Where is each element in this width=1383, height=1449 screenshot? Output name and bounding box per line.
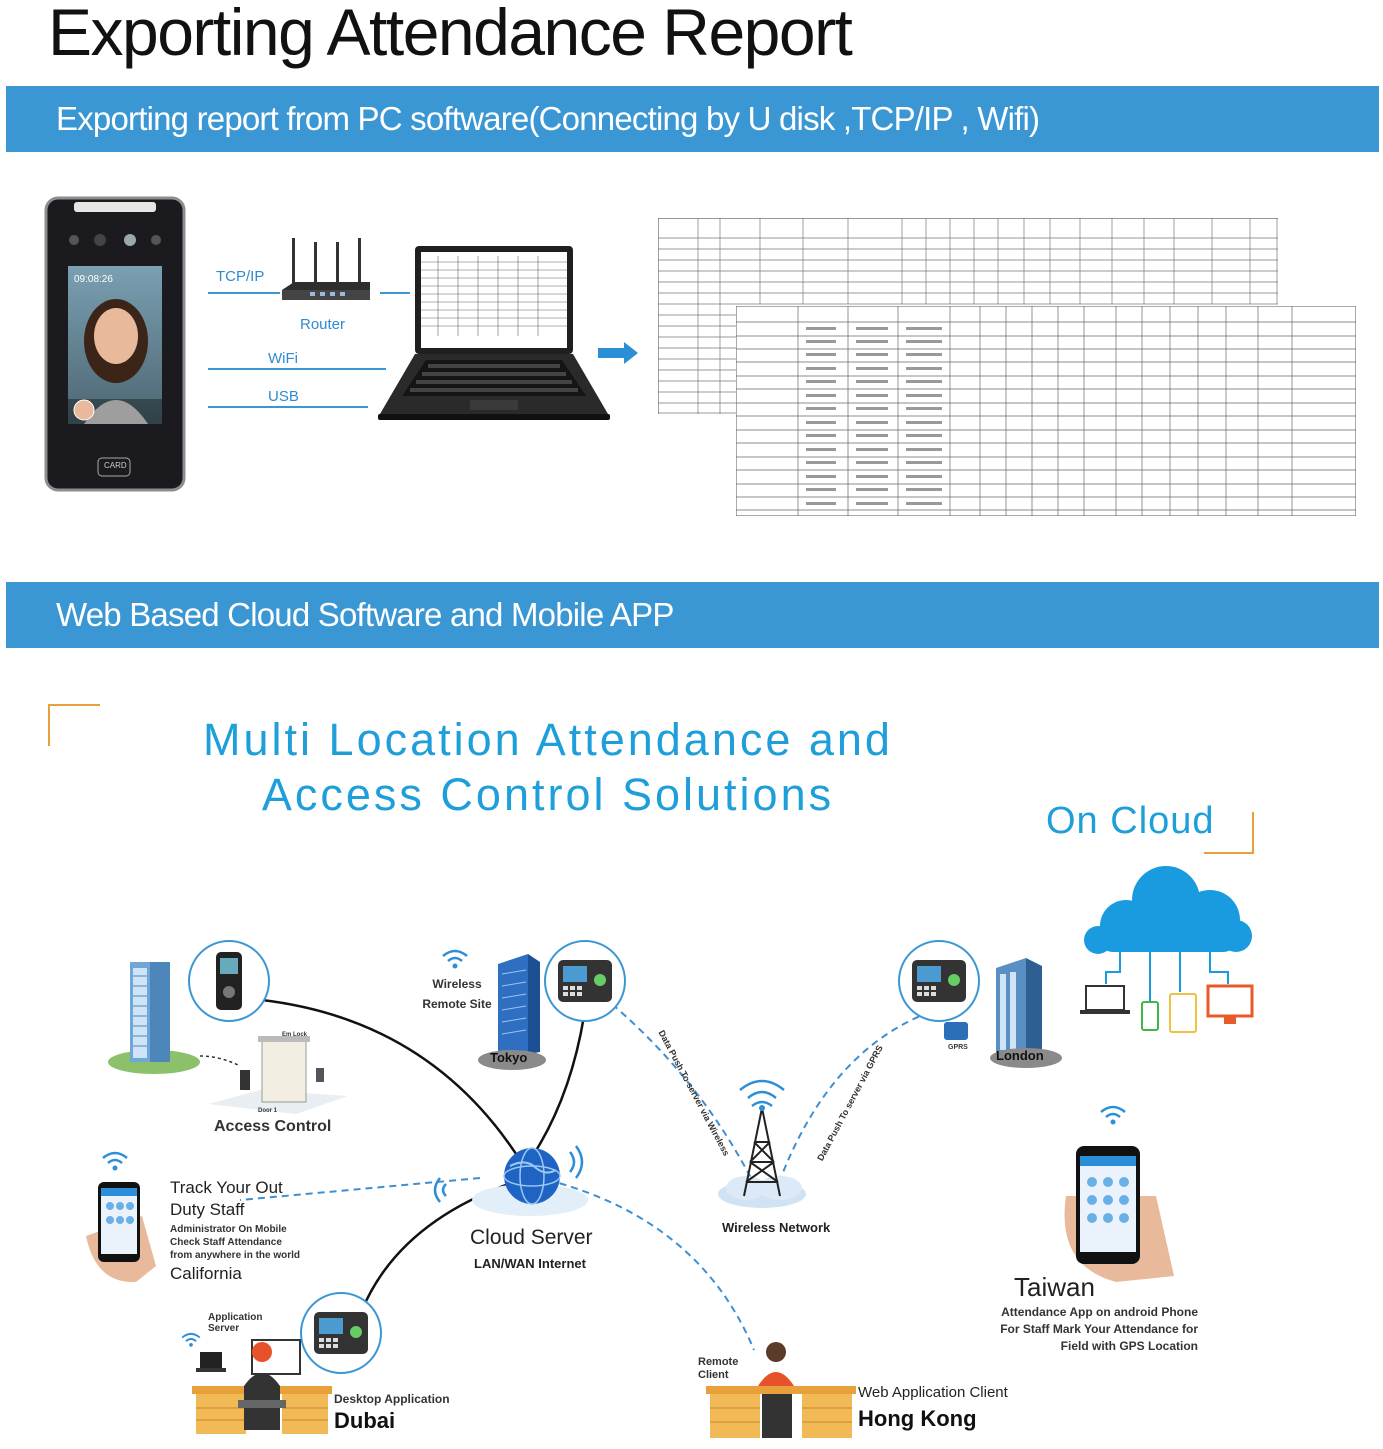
section-header-cloud: Web Based Cloud Software and Mobile APP: [6, 582, 1379, 648]
app-server-label: Application Server: [208, 1312, 263, 1334]
router-icon: [280, 238, 372, 308]
section-header-pc: Exporting report from PC software(Connec…: [6, 86, 1379, 152]
wifi-icon-remote: [440, 946, 470, 975]
report-sheet-front: [735, 305, 1357, 517]
globe-icon[interactable]: [456, 1136, 596, 1220]
usb-line: [208, 406, 368, 408]
device-card-label: CARD: [104, 461, 127, 470]
tower-icon: [716, 1072, 808, 1212]
device-time: 09:08:26: [74, 274, 113, 285]
hong-kong-label: Hong Kong: [858, 1406, 977, 1431]
web-client-label: Web Application Client: [858, 1384, 1008, 1401]
desk-illustration-dubai: [182, 1330, 332, 1438]
cloud-server-label: Cloud Server: [470, 1226, 593, 1249]
arrow-right-icon: [598, 342, 638, 364]
wifi-icon-california: [100, 1148, 130, 1177]
desk-illustration-hongkong: [706, 1336, 856, 1440]
router-line: [380, 292, 410, 294]
dubai-label: Dubai: [334, 1408, 396, 1433]
lan-wan-label: LAN/WAN Internet: [474, 1256, 586, 1271]
tcpip-label: TCP/IP: [216, 268, 265, 285]
on-cloud-label: On Cloud: [1046, 800, 1215, 842]
remote-client-label: Remote Client: [698, 1356, 739, 1381]
building-icon-hq: [106, 956, 202, 1076]
wifi-icon-taiwan: [1098, 1102, 1128, 1131]
signal-icon-left: [424, 1174, 448, 1211]
wireless-remote-label: Wireless Remote Site: [422, 977, 492, 1011]
phone-icon-taiwan: [1056, 1136, 1176, 1286]
track-line2: Duty Staff: [170, 1200, 245, 1219]
track-description: Administrator On Mobile Check Staff Atte…: [170, 1224, 301, 1261]
wifi-label: WiFi: [268, 350, 298, 367]
phone-icon-california: [86, 1176, 166, 1286]
gprs-module-icon: [944, 1022, 968, 1040]
building-icon-london: London: [986, 950, 1062, 1070]
emlock-label: Em Lock: [282, 1032, 308, 1038]
gprs-label: GPRS: [948, 1044, 968, 1051]
access-control-label: Access Control: [214, 1118, 332, 1135]
corner-bracket-left: [48, 704, 100, 746]
desktop-app-label: Desktop Application: [334, 1392, 450, 1406]
tcpip-line: [208, 292, 280, 294]
taiwan-label: Taiwan: [1014, 1272, 1095, 1302]
track-line1: Track Your Out: [170, 1178, 283, 1197]
diagram-title-line1: Multi Location Attendance and: [203, 714, 893, 765]
wifi-line: [208, 368, 386, 370]
fingerprint-terminal-hq[interactable]: [188, 940, 270, 1022]
page-title: Exporting Attendance Report: [48, 0, 853, 69]
fingerprint-terminal-dubai[interactable]: [300, 1292, 382, 1374]
corner-bracket-right: [1204, 812, 1254, 854]
access-control-illustration: Em Lock Door 1: [199, 1016, 350, 1116]
door-label: Door 1: [258, 1108, 278, 1114]
taiwan-description: Attendance App on android Phone For Staf…: [1000, 1305, 1198, 1353]
wireless-network-label: Wireless Network: [722, 1220, 831, 1235]
face-terminal-icon: 09:08:26 CARD: [44, 196, 186, 492]
cloud-icon: [1080, 862, 1260, 1042]
fingerprint-terminal-london[interactable]: [898, 940, 980, 1022]
fingerprint-terminal-tokyo[interactable]: [544, 940, 626, 1022]
california-label: California: [170, 1264, 242, 1283]
london-label: London: [996, 1048, 1044, 1063]
router-label: Router: [300, 316, 346, 333]
diagram-title-line2: Access Control Solutions: [261, 769, 835, 820]
building-icon-tokyo: Tokyo: [476, 954, 548, 1072]
usb-label: USB: [268, 388, 299, 405]
laptop-icon: [378, 246, 610, 426]
wifi-icon-dubai: [180, 1330, 202, 1353]
tokyo-label: Tokyo: [490, 1050, 528, 1065]
